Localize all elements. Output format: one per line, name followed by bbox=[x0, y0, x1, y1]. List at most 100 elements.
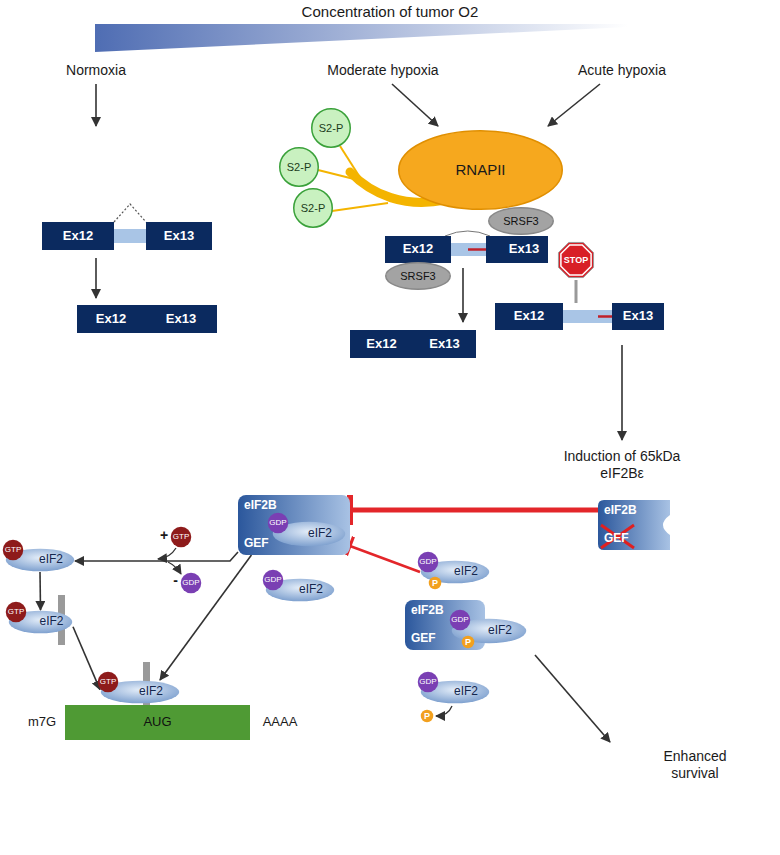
eif2-ellipse: eIF2GDPP bbox=[420, 560, 490, 584]
node-text: Ex12 bbox=[514, 309, 544, 324]
label-text: Enhanced survival bbox=[663, 748, 726, 781]
gtp-circle: GTP bbox=[97, 671, 119, 693]
eif2-ellipse: eIF2GDP bbox=[272, 521, 346, 547]
exon-box: Ex13 bbox=[146, 222, 212, 250]
node-shape bbox=[294, 189, 333, 228]
eif2-ellipse: eIF2 GTP bbox=[8, 610, 73, 634]
node-shape bbox=[171, 527, 192, 548]
node-text: eIF2B bbox=[244, 499, 277, 513]
splice-line bbox=[114, 204, 146, 222]
exon-box: Ex13 bbox=[145, 305, 217, 333]
node-shape bbox=[450, 610, 471, 631]
node-shape bbox=[181, 573, 202, 594]
gtp-circle: GTP bbox=[170, 526, 192, 548]
sign-label: - bbox=[171, 572, 180, 589]
mrna-end-label: AAAA bbox=[256, 714, 304, 730]
exon-box: Ex12 bbox=[350, 330, 413, 358]
node-text: RNAPII bbox=[455, 161, 505, 178]
phosphate-circle: P bbox=[428, 576, 442, 590]
eif2-ellipse: eIF2GDP bbox=[420, 680, 490, 704]
node-text: AUG bbox=[143, 715, 171, 730]
phospho-serine-circle: S2-P bbox=[279, 147, 319, 187]
node-text: S2-P bbox=[287, 161, 311, 174]
flow-arrow bbox=[95, 84, 97, 126]
label-text: - bbox=[173, 572, 178, 588]
node-text: P bbox=[432, 578, 438, 588]
node-text: eIF2B bbox=[411, 604, 444, 618]
node-shape bbox=[418, 552, 439, 573]
polymerase-ellipse: RNAPII bbox=[398, 130, 563, 210]
label-text: m7G bbox=[28, 714, 56, 729]
phosphate-release-arrow bbox=[436, 706, 452, 716]
node-shape bbox=[98, 672, 119, 693]
flow-arrow bbox=[548, 84, 600, 126]
node-text: eIF2 bbox=[454, 565, 478, 579]
node-shape bbox=[421, 710, 434, 723]
stop-sign: STOP bbox=[556, 240, 596, 280]
mrna-end-label: m7G bbox=[22, 714, 62, 730]
node-shape bbox=[598, 500, 670, 550]
gdp-circle: GDP bbox=[262, 569, 284, 591]
node-text: GTP bbox=[8, 607, 24, 616]
node-shape bbox=[268, 513, 289, 534]
node-text: S2-P bbox=[319, 122, 343, 135]
arrow-connector bbox=[75, 552, 238, 561]
node-text: Ex13 bbox=[429, 337, 459, 352]
node-shape bbox=[399, 131, 563, 210]
node-shape bbox=[462, 636, 475, 649]
inhibition-connector bbox=[350, 546, 420, 572]
node-text: Ex12 bbox=[63, 229, 93, 244]
eif2-ellipse: eIF2GTP bbox=[100, 680, 180, 704]
arrow-connector bbox=[39, 572, 41, 610]
label-text: Normoxia bbox=[66, 62, 126, 78]
node-shape bbox=[263, 570, 284, 591]
gdp-circle: GDP bbox=[267, 512, 289, 534]
exon-box: Ex13 bbox=[486, 236, 548, 263]
node-shape bbox=[429, 577, 442, 590]
node-text: eIF2 bbox=[488, 624, 512, 638]
oxygen-gradient-wedge bbox=[95, 24, 628, 52]
exon-box: Ex12 bbox=[495, 303, 563, 330]
exon-box: Ex12 bbox=[77, 305, 145, 333]
label-text: + bbox=[160, 527, 168, 543]
gtp-entry-arrow bbox=[158, 548, 176, 559]
node-text: P bbox=[424, 711, 430, 721]
phosphate-circle: P bbox=[420, 709, 434, 723]
node-text: GDP bbox=[419, 677, 436, 686]
label-text: Moderate hypoxia bbox=[327, 62, 438, 78]
node-shape bbox=[418, 672, 439, 693]
truncated-gef-box: eIF2BGEF bbox=[598, 500, 670, 550]
flow-arrow bbox=[621, 345, 623, 440]
eif2-ellipse: eIF2GDPP bbox=[451, 618, 527, 644]
gdp-circle: GDP bbox=[449, 609, 471, 631]
flow-arrow bbox=[462, 268, 464, 322]
label-text: Acute hypoxia bbox=[578, 62, 666, 78]
node-text: GTP bbox=[5, 545, 21, 554]
node-text: GEF bbox=[604, 532, 629, 546]
splicing-factor-ellipse: SRSF3 bbox=[385, 262, 451, 290]
node-text: Ex13 bbox=[509, 242, 539, 257]
label-text: AAAA bbox=[263, 714, 298, 729]
node-text: eIF2 bbox=[39, 615, 63, 629]
node-shape bbox=[558, 242, 593, 277]
ctd-link bbox=[340, 146, 368, 190]
condition-label: Acute hypoxia bbox=[552, 62, 692, 79]
gtp-circle: GTP bbox=[5, 601, 27, 623]
exon-box: Ex12 bbox=[385, 236, 451, 263]
node-shape bbox=[561, 245, 591, 275]
condition-label: Moderate hypoxia bbox=[303, 62, 463, 79]
ctd-link bbox=[332, 203, 388, 211]
sign-label: + bbox=[159, 527, 169, 544]
exon-box: Ex13 bbox=[612, 303, 664, 330]
condition-label: Normoxia bbox=[36, 62, 156, 79]
outcome-label: Induction of 65kDa eIF2Bε bbox=[560, 448, 684, 482]
gdp-circle: GDP bbox=[417, 551, 439, 573]
flow-arrow bbox=[95, 258, 97, 298]
ctd-link bbox=[318, 170, 358, 180]
node-text: GDP bbox=[451, 615, 468, 624]
node-text: Ex13 bbox=[623, 309, 653, 324]
flow-arrow bbox=[535, 655, 610, 742]
node-text: Ex12 bbox=[96, 312, 126, 327]
node-text: GEF bbox=[244, 537, 269, 551]
